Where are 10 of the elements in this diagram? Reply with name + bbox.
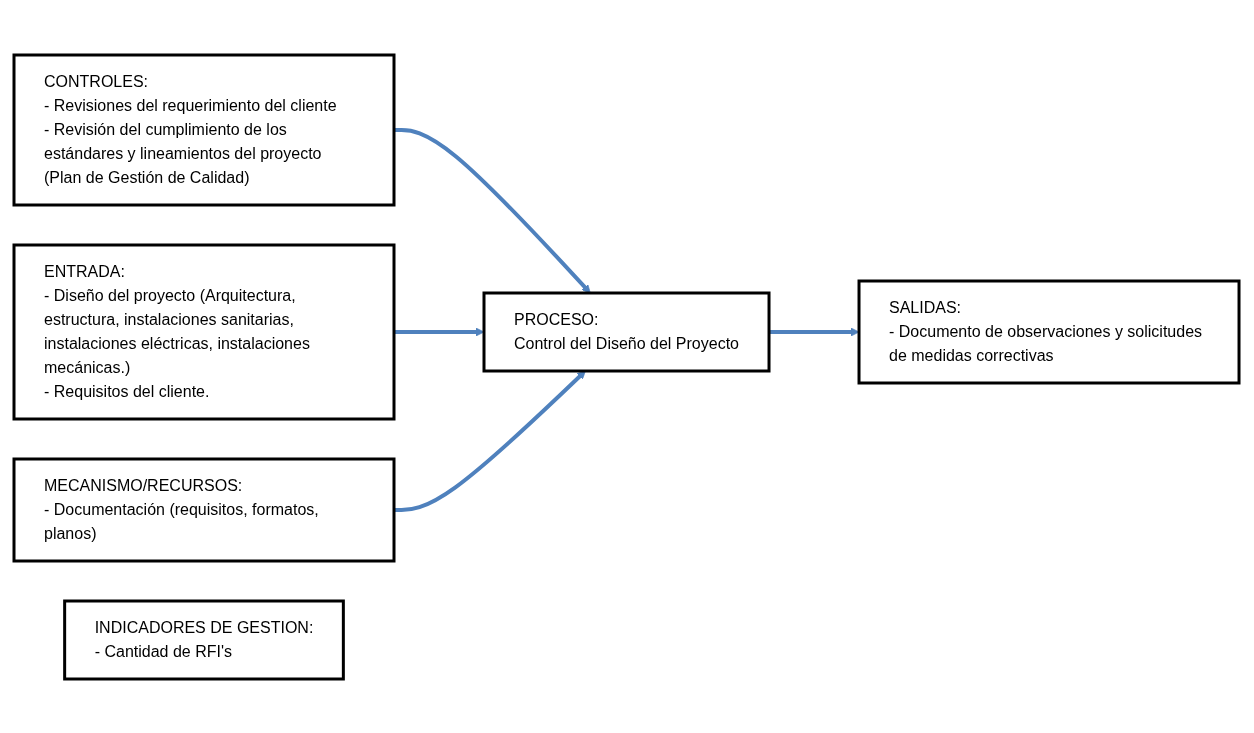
arrow bbox=[394, 127, 592, 293]
node-box: ENTRADA: - Diseño del proyecto (Arquitectura, estructura, instalaciones sanitarias, instalaciones eléctricas, instalaciones mecánicas.) - Requisitos del cliente. bbox=[13, 243, 396, 420]
node-box: INDICADORES DE GESTION: - Cantidad de RFI's bbox=[63, 599, 346, 680]
arrow bbox=[769, 327, 860, 336]
arrow bbox=[394, 327, 485, 336]
node-box: CONTROLES: - Revisiones del requerimiento del cliente - Revisión del cumplimiento de los estándares y lineamientos del proyecto (Plan de Gestión de Calidad) bbox=[13, 53, 396, 206]
node-box: SALIDAS: - Documento de observaciones y solicitudes de medidas correctivas bbox=[858, 279, 1241, 384]
arrow bbox=[394, 370, 587, 512]
node-box: MECANISMO/RECURSOS: - Documentación (requisitos, formatos, planos) bbox=[13, 457, 396, 562]
node-box: PROCESO: Control del Diseño del Proyecto bbox=[483, 291, 771, 372]
